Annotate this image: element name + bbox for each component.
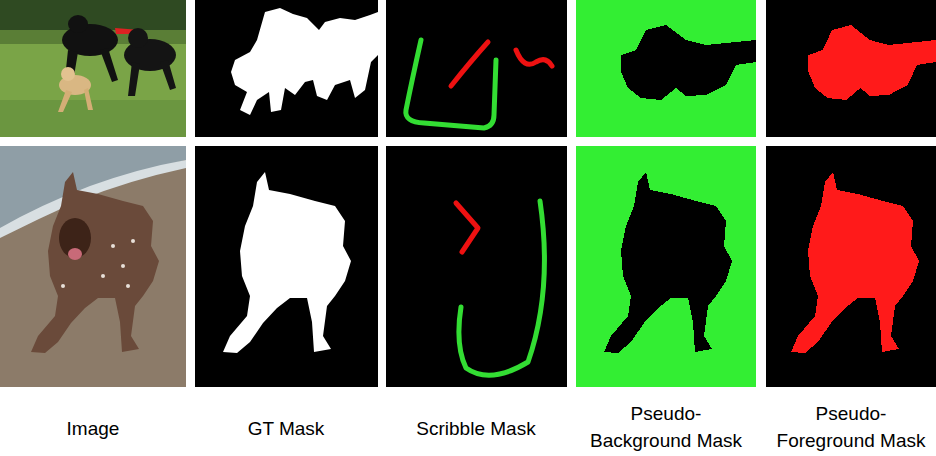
pseudo-background-mask xyxy=(576,0,756,387)
photo-dog-beach xyxy=(0,146,186,387)
column-caption: Pseudo- Foreground Mask xyxy=(766,400,936,454)
gt-mask xyxy=(195,0,378,387)
column-caption: GT Mask xyxy=(201,415,371,442)
pseudo-foreground-mask xyxy=(766,0,936,387)
column-caption: Scribble Mask xyxy=(391,415,561,442)
photo-dogs-grass xyxy=(0,0,186,137)
column-caption: Image xyxy=(8,415,178,442)
column-caption: Pseudo- Background Mask xyxy=(581,400,751,454)
scribble-mask xyxy=(386,0,567,387)
